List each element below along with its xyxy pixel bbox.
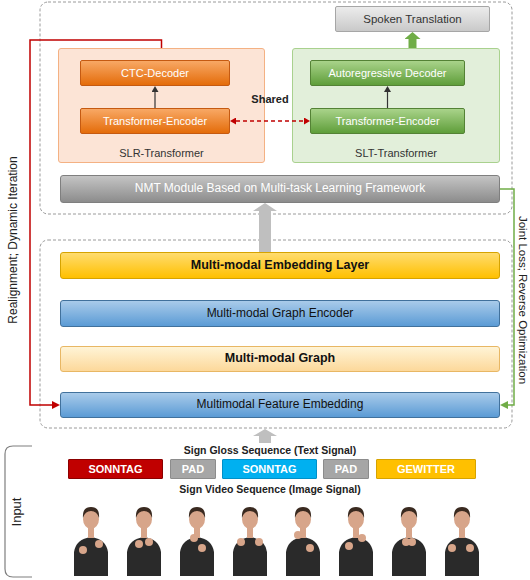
gloss-token: PAD xyxy=(323,459,369,479)
gloss-token: GEWITTER xyxy=(376,459,476,479)
layer-bar: Multi-modal Graph xyxy=(60,346,500,372)
node-text: Multi-modal Graph xyxy=(225,352,335,366)
node-text: SONNTAG xyxy=(242,463,296,475)
node-text: CTC-Decoder xyxy=(121,67,189,79)
node-text: Multimodal Feature Embedding xyxy=(197,398,364,411)
gloss-token: PAD xyxy=(170,459,216,479)
edge-label: Joint Loss; Reverse Optimization xyxy=(517,216,530,384)
layer-bar: Multi-modal Embedding Layer xyxy=(60,252,500,279)
transformer-panel: SLR-Transformer CTC-DecoderTransformer-En… xyxy=(58,48,265,163)
layer-bar: Multimodal Feature Embedding xyxy=(60,392,500,418)
edge-label: Shared xyxy=(251,93,288,105)
node-text: Autoregressive Decoder xyxy=(328,67,446,79)
node-text: NMT Module Based on Multi-task Learning … xyxy=(135,182,426,195)
module-bar: NMT Module Based on Multi-task Learning … xyxy=(60,175,500,203)
node-text: PAD xyxy=(182,463,204,475)
node-text: Transformer-Encoder xyxy=(335,115,439,127)
flow-arrow xyxy=(387,92,388,108)
signer-frames xyxy=(74,507,479,576)
shared-link xyxy=(236,120,304,121)
layer-bar: Multi-modal Graph Encoder xyxy=(60,300,500,327)
edge-label: Realignment; Dynamic Iteration xyxy=(7,156,20,323)
node-text: Multi-modal Graph Encoder xyxy=(207,307,354,320)
node-text: Transformer-Encoder xyxy=(103,115,207,127)
node-text: SLT-Transformer xyxy=(355,147,437,159)
process-box: CTC-Decoder xyxy=(80,60,230,86)
module-frame xyxy=(40,2,512,214)
input-arrow xyxy=(253,429,277,443)
process-box: Transformer-Encoder xyxy=(80,108,230,134)
module-frame xyxy=(40,240,512,428)
gloss-token: SONNTAG xyxy=(68,459,163,479)
output-box: Spoken Translation xyxy=(335,6,490,32)
process-box: Autoregressive Decoder xyxy=(310,60,465,86)
process-box: Transformer-Encoder xyxy=(310,108,465,134)
section-label: Input xyxy=(10,498,24,527)
node-text: PAD xyxy=(335,463,357,475)
input-bracket xyxy=(5,446,32,577)
node-text: Spoken Translation xyxy=(363,13,461,26)
node-text: Multi-modal Embedding Layer xyxy=(191,259,370,273)
feedback-line xyxy=(30,40,162,405)
output-arrow xyxy=(409,39,417,48)
flow-arrow xyxy=(154,92,155,108)
flow-arrow xyxy=(259,211,271,252)
transformer-panel: SLT-Transformer Autoregressive DecoderTra… xyxy=(292,48,500,163)
feedback-line xyxy=(500,189,514,405)
signal-label: Sign Video Sequence (Image Signal) xyxy=(179,484,360,496)
gloss-token: SONNTAG xyxy=(222,459,317,479)
signal-label: Sign Gloss Sequence (Text Signal) xyxy=(184,445,357,457)
node-text: SLR-Transformer xyxy=(119,147,204,159)
node-text: GEWITTER xyxy=(397,463,455,475)
node-text: SONNTAG xyxy=(88,463,142,475)
